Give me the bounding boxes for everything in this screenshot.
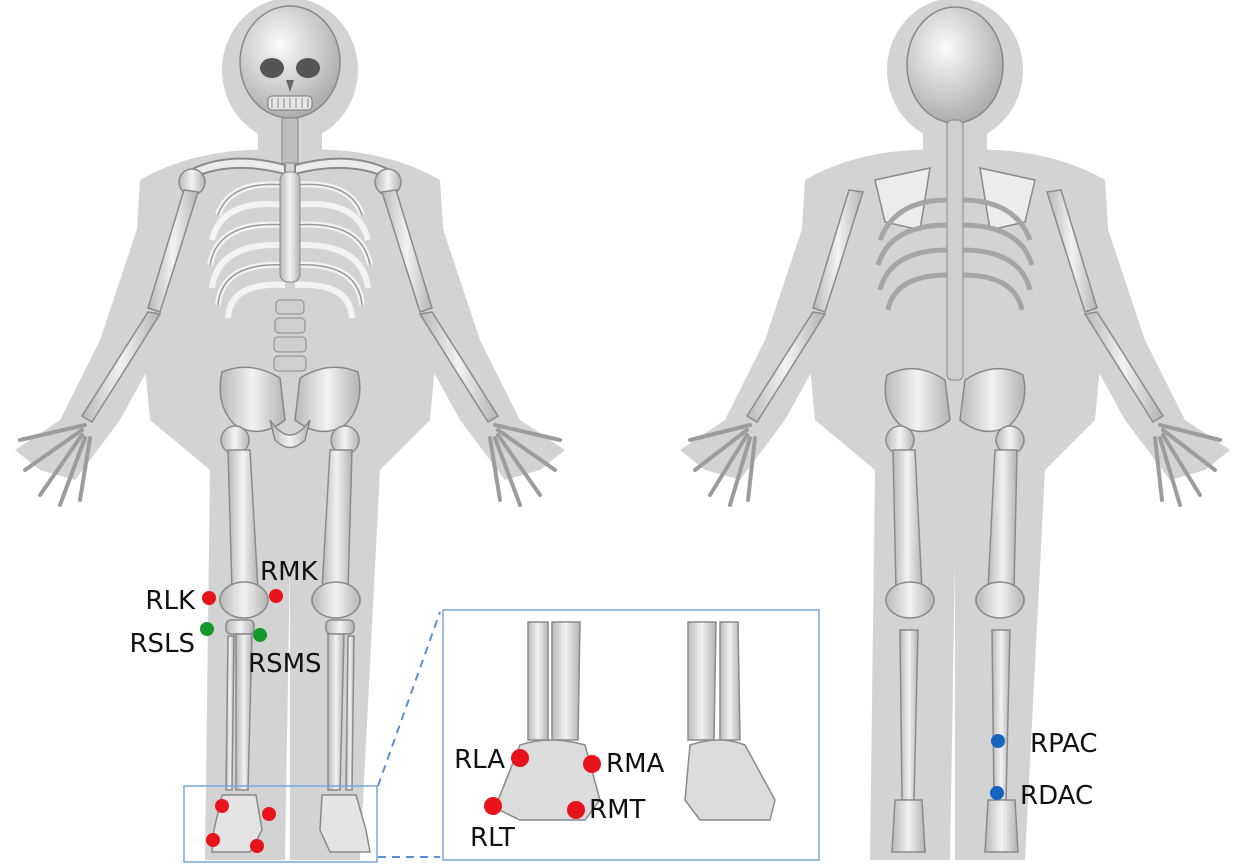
- label-rdac: RDAC: [1020, 781, 1093, 811]
- inset-connector-top: [378, 612, 440, 786]
- label-rpac: RPAC: [1030, 729, 1098, 759]
- marker-rsls: [200, 622, 214, 636]
- marker-rlt: [484, 797, 502, 815]
- sternum: [280, 172, 300, 282]
- marker-rlk: [202, 591, 216, 605]
- label-rlk: RLK: [145, 586, 196, 616]
- marker-rma: [583, 755, 601, 773]
- marker-rma-small: [262, 807, 276, 821]
- skull-back: [907, 7, 1003, 123]
- label-rmk: RMK: [260, 557, 318, 587]
- marker-rla: [511, 749, 529, 767]
- label-rla: RLA: [454, 745, 505, 775]
- marker-rmt: [567, 801, 585, 819]
- marker-rsms: [253, 628, 267, 642]
- marker-rdac: [990, 786, 1004, 800]
- spine-back: [947, 120, 963, 380]
- label-rsls: RSLS: [129, 629, 195, 659]
- skull-front: [240, 6, 340, 118]
- marker-rmt-small: [250, 839, 264, 853]
- label-rmt: RMT: [589, 795, 645, 825]
- cervical-spine-front: [282, 118, 298, 163]
- marker-rlt-small: [206, 833, 220, 847]
- label-rma: RMA: [606, 749, 664, 779]
- marker-rla-small: [215, 799, 229, 813]
- label-rlt: RLT: [470, 823, 515, 853]
- label-rsms: RSMS: [248, 649, 322, 679]
- marker-rpac: [991, 734, 1005, 748]
- marker-rmk: [269, 589, 283, 603]
